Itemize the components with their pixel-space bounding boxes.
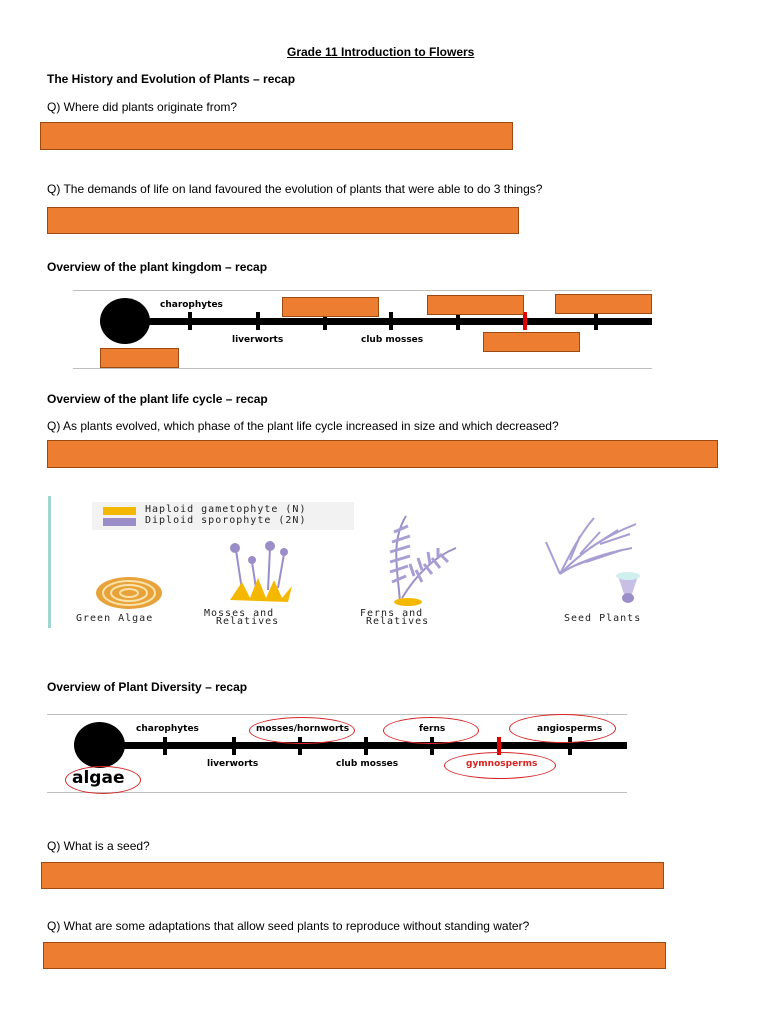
label-seed-plants: Seed Plants	[564, 613, 642, 624]
section-heading-plant-kingdom: Overview of the plant kingdom – recap	[47, 260, 268, 274]
label-mosses-line1: Mosses and	[204, 608, 275, 619]
legend-diploid: Diploid sporophyte (2N)	[145, 515, 307, 526]
question-land-demands: Q) The demands of life on land favoured …	[47, 182, 543, 196]
answer-box-origin[interactable]	[40, 122, 513, 150]
timeline2-bar	[96, 742, 627, 749]
highlight-oval-algae	[65, 766, 141, 794]
label2-ferns: ferns	[419, 724, 446, 734]
legend-swatch-haploid	[103, 507, 136, 515]
timeline-tick-seed-divide	[523, 312, 527, 330]
timeline-origin-dot	[100, 298, 150, 344]
timeline2-tick	[568, 737, 572, 755]
section-heading-life-cycle: Overview of the plant life cycle – recap	[47, 392, 268, 406]
label-green-algae: Green Algae	[76, 613, 154, 624]
highlight-oval-mosses	[249, 717, 355, 744]
timeline-tick	[188, 312, 192, 330]
timeline-bar	[120, 318, 652, 325]
answer-box-land-demands[interactable]	[47, 207, 519, 234]
timeline2-tick	[430, 737, 434, 755]
question-life-cycle-phase: Q) As plants evolved, which phase of the…	[47, 419, 559, 433]
mosses-illustration	[230, 541, 292, 602]
highlight-oval-angiosperms	[509, 714, 616, 743]
question-origin: Q) Where did plants originate from?	[47, 100, 238, 114]
figure-left-rule	[48, 496, 51, 628]
timeline2-tick-seed-divide	[497, 737, 501, 755]
timeline2-tick	[232, 737, 236, 755]
timeline2-top-border	[47, 714, 627, 715]
answer-box-gymnosperms[interactable]	[483, 332, 580, 352]
answer-box-seed[interactable]	[41, 862, 664, 889]
label2-gymnosperms: gymnosperms	[466, 759, 538, 769]
section-heading-plant-diversity: Overview of Plant Diversity – recap	[47, 680, 248, 694]
highlight-oval-gymnosperms	[444, 752, 556, 779]
answer-box-mosses[interactable]	[282, 297, 379, 317]
page-title: Grade 11 Introduction to Flowers	[287, 45, 475, 59]
section-heading-history: The History and Evolution of Plants – re…	[47, 72, 296, 86]
legend-swatch-diploid	[103, 518, 136, 526]
timeline-tick	[323, 312, 327, 330]
timeline-tick	[389, 312, 393, 330]
seed-plants-illustration	[545, 517, 640, 603]
timeline2-tick	[298, 737, 302, 755]
legend-haploid: Haploid gametophyte (N)	[145, 504, 307, 515]
label-ferns-line1: Ferns and	[360, 608, 424, 619]
green-algae-illustration	[96, 577, 162, 609]
answer-box-algae[interactable]	[100, 348, 179, 368]
label2-charophytes: charophytes	[136, 724, 199, 734]
timeline2-origin-dot	[74, 722, 125, 768]
label-mosses-line2: Relatives	[216, 616, 280, 627]
label2-angiosperms: angiosperms	[537, 724, 603, 734]
label-charophytes: charophytes	[160, 300, 223, 310]
label-ferns-line2: Relatives	[366, 616, 430, 627]
timeline-top-border	[73, 290, 652, 291]
answer-box-life-cycle[interactable]	[47, 440, 718, 468]
highlight-oval-ferns	[383, 717, 479, 744]
ferns-illustration	[389, 515, 457, 606]
label2-club-mosses: club mosses	[336, 759, 399, 769]
timeline-tick	[594, 312, 598, 330]
question-seed: Q) What is a seed?	[47, 839, 150, 853]
answer-box-ferns[interactable]	[427, 295, 524, 315]
timeline2-bottom-border	[47, 792, 627, 793]
label2-mosses-hornworts: mosses/hornworts	[256, 724, 350, 734]
label2-algae: algae	[72, 768, 125, 788]
timeline2-tick	[364, 737, 368, 755]
label2-liverworts: liverworts	[207, 759, 259, 769]
label-club-mosses: club mosses	[361, 335, 424, 345]
timeline-bottom-border	[73, 368, 652, 369]
timeline-tick	[256, 312, 260, 330]
answer-box-seed-adaptations[interactable]	[43, 942, 666, 969]
label-liverworts: liverworts	[232, 335, 284, 345]
answer-box-angiosperms[interactable]	[555, 294, 652, 314]
timeline-tick	[456, 312, 460, 330]
timeline2-tick	[163, 737, 167, 755]
question-seed-adaptations: Q) What are some adaptations that allow …	[47, 919, 530, 933]
